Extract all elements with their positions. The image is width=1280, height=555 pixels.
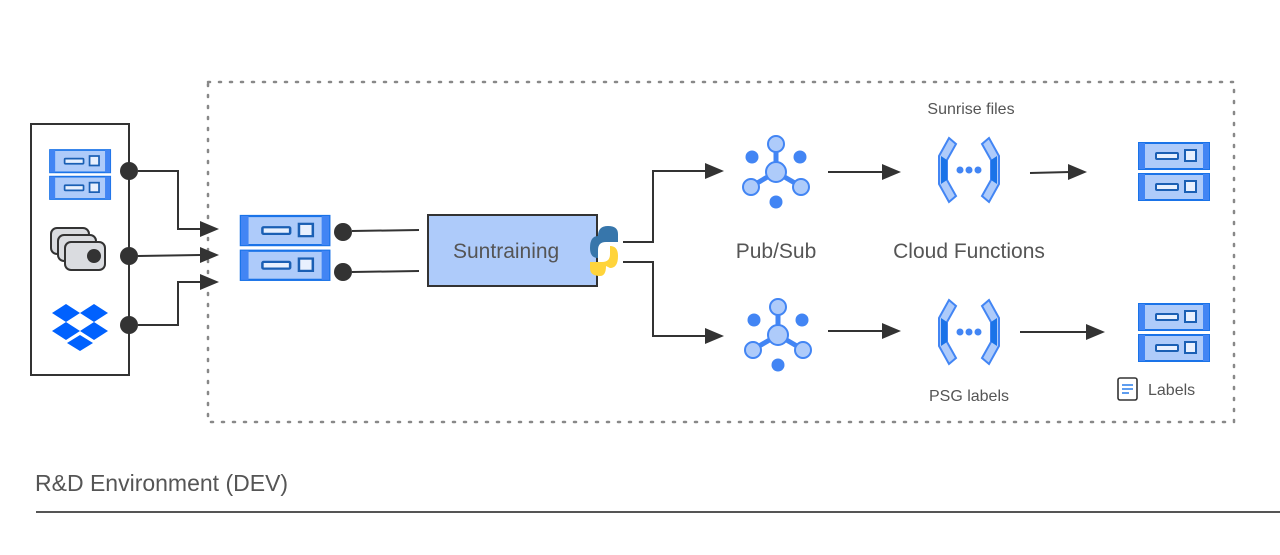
ingest-server-icon — [239, 214, 331, 282]
document-icon — [1117, 377, 1138, 401]
cloud-function-top-icon — [938, 137, 1000, 203]
branch-connectors — [623, 163, 724, 344]
suntraining-processor[interactable]: Suntraining — [427, 214, 598, 287]
environment-title: R&D Environment (DEV) — [35, 470, 289, 496]
psg-labels-label: PSG labels — [929, 388, 1009, 405]
environment-boundary — [206, 80, 1236, 424]
labels-storage-icon — [1138, 303, 1210, 362]
functions-to-storage-arrows — [1020, 164, 1105, 340]
python-icon — [590, 226, 618, 276]
sunrise-files-label: Sunrise files — [927, 101, 1014, 118]
environment-divider — [36, 511, 1280, 513]
pubsub-bottom-icon — [745, 299, 811, 372]
labels-caption: Labels — [1148, 382, 1195, 399]
pubsub-top-icon — [743, 136, 809, 209]
source-connectors — [120, 162, 219, 334]
pubsub-label: Pub/Sub — [736, 240, 817, 263]
ingest-connectors — [334, 223, 420, 281]
sunrise-files-storage-icon — [1138, 142, 1210, 201]
cloud-functions-label: Cloud Functions — [893, 240, 1045, 263]
cloud-function-bottom-icon — [938, 299, 1000, 365]
pubsub-to-functions-arrows — [828, 164, 901, 339]
processor-label: Suntraining — [453, 240, 559, 263]
camera-stack-icon — [50, 227, 106, 271]
dropbox-icon — [52, 304, 108, 351]
